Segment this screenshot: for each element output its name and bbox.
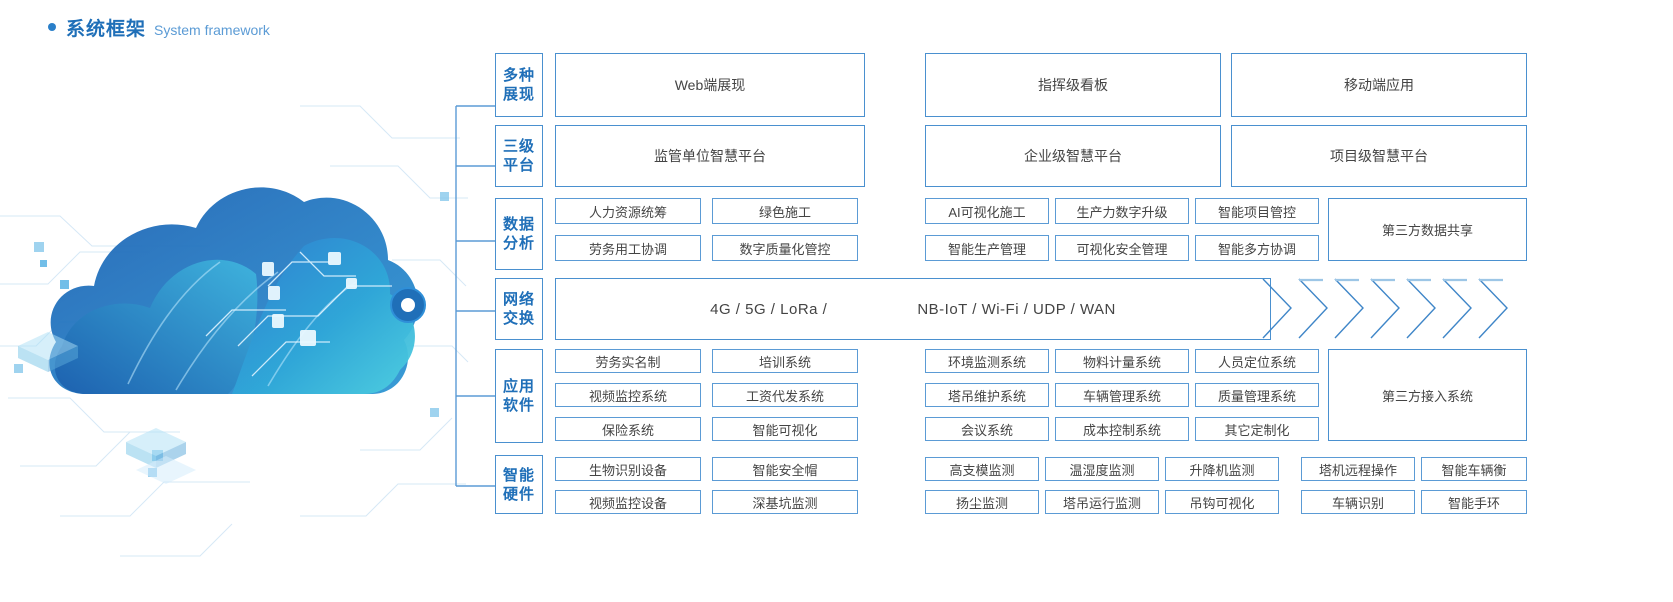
row-label-2: 数据 分析 — [495, 198, 543, 270]
row-5-right-cell-0-1[interactable]: 温湿度监测 — [1045, 457, 1159, 481]
row-1-box-0[interactable]: 监管单位智慧平台 — [555, 125, 865, 187]
row-2-left-cell-0-1[interactable]: 绿色施工 — [712, 198, 858, 224]
row-4-left-cell-0-0[interactable]: 劳务实名制 — [555, 349, 701, 373]
row-2-right-cell-0-2[interactable]: 智能项目管控 — [1195, 198, 1319, 224]
row-3-network-bar[interactable]: 4G / 5G / LoRa / NB-IoT / Wi-Fi / UDP / … — [555, 278, 1271, 340]
row-5-far-cell-0-0[interactable]: 塔机远程操作 — [1301, 457, 1415, 481]
row-5-right-cell-0-2[interactable]: 升降机监测 — [1165, 457, 1279, 481]
row-2-right-cell-1-0[interactable]: 智能生产管理 — [925, 235, 1049, 261]
row-5-far-cell-0-1[interactable]: 智能车辆衡 — [1421, 457, 1527, 481]
network-protocols-left: 4G / 5G / LoRa / — [710, 300, 828, 318]
page-title-zh: 系统框架 — [66, 19, 147, 40]
row-5-right-cell-1-0[interactable]: 扬尘监测 — [925, 490, 1039, 514]
row-4-left-cell-2-1[interactable]: 智能可视化 — [712, 417, 858, 441]
row-4-left-cell-2-0[interactable]: 保险系统 — [555, 417, 701, 441]
row-5-left-cell-0-1[interactable]: 智能安全帽 — [712, 457, 858, 481]
trunk-bracket — [455, 105, 499, 487]
row-1-box-1[interactable]: 企业级智慧平台 — [925, 125, 1221, 187]
bullet-icon — [48, 23, 56, 31]
row-2-right-cell-0-0[interactable]: AI可视化施工 — [925, 198, 1049, 224]
row-2-right-cell-1-2[interactable]: 智能多方协调 — [1195, 235, 1319, 261]
network-protocols-right: NB-IoT / Wi-Fi / UDP / WAN — [917, 300, 1116, 318]
row-label-1: 三级 平台 — [495, 125, 543, 187]
row-2-left-cell-1-1[interactable]: 数字质量化管控 — [712, 235, 858, 261]
row-5-left-cell-1-0[interactable]: 视频监控设备 — [555, 490, 701, 514]
row-2-left-cell-1-0[interactable]: 劳务用工协调 — [555, 235, 701, 261]
row-5-right-cell-1-1[interactable]: 塔吊运行监测 — [1045, 490, 1159, 514]
row-0-box-0[interactable]: Web端展现 — [555, 53, 865, 117]
row-4-right-cell-0-1[interactable]: 物料计量系统 — [1055, 349, 1189, 373]
row-4-right-cell-2-0[interactable]: 会议系统 — [925, 417, 1049, 441]
row-label-3: 网络 交换 — [495, 278, 543, 340]
row-label-4: 应用 软件 — [495, 349, 543, 443]
row-4-left-cell-0-1[interactable]: 培训系统 — [712, 349, 858, 373]
row-2-tail-box[interactable]: 第三方数据共享 — [1328, 198, 1527, 261]
row-0-box-1[interactable]: 指挥级看板 — [925, 53, 1221, 117]
page-title: 系统框架 System framework — [48, 14, 270, 41]
row-4-right-cell-1-0[interactable]: 塔吊维护系统 — [925, 383, 1049, 407]
row-5-far-cell-1-0[interactable]: 车辆识别 — [1301, 490, 1415, 514]
row-5-left-cell-1-1[interactable]: 深基坑监测 — [712, 490, 858, 514]
row-4-left-cell-1-0[interactable]: 视频监控系统 — [555, 383, 701, 407]
row-2-right-cell-1-1[interactable]: 可视化安全管理 — [1055, 235, 1189, 261]
row-label-0: 多种 展现 — [495, 53, 543, 117]
page-title-en: System framework — [154, 22, 270, 38]
row-4-right-cell-2-2[interactable]: 其它定制化 — [1195, 417, 1319, 441]
row-4-right-cell-1-2[interactable]: 质量管理系统 — [1195, 383, 1319, 407]
row-5-far-cell-1-1[interactable]: 智能手环 — [1421, 490, 1527, 514]
row-1-box-2[interactable]: 项目级智慧平台 — [1231, 125, 1527, 187]
row-4-right-cell-0-0[interactable]: 环境监测系统 — [925, 349, 1049, 373]
row-5-left-cell-0-0[interactable]: 生物识别设备 — [555, 457, 701, 481]
row-0-box-2[interactable]: 移动端应用 — [1231, 53, 1527, 117]
row-4-tail-box[interactable]: 第三方接入系统 — [1328, 349, 1527, 441]
row-4-right-cell-0-2[interactable]: 人员定位系统 — [1195, 349, 1319, 373]
framework-rows: 多种 展现 Web端展现 指挥级看板 移动端应用 三级 平台 监管单位智慧平台 … — [455, 46, 1673, 556]
row-2-right-cell-0-1[interactable]: 生产力数字升级 — [1055, 198, 1189, 224]
cloud-network-illustration — [0, 46, 470, 602]
row-4-right-cell-1-1[interactable]: 车辆管理系统 — [1055, 383, 1189, 407]
row-2-left-cell-0-0[interactable]: 人力资源统筹 — [555, 198, 701, 224]
row-5-right-cell-1-2[interactable]: 吊钩可视化 — [1165, 490, 1279, 514]
row-4-right-cell-2-1[interactable]: 成本控制系统 — [1055, 417, 1189, 441]
row-4-left-cell-1-1[interactable]: 工资代发系统 — [712, 383, 858, 407]
row-label-5: 智能 硬件 — [495, 455, 543, 514]
row-5-right-cell-0-0[interactable]: 高支模监测 — [925, 457, 1039, 481]
network-flow-arrows — [1262, 278, 1508, 339]
